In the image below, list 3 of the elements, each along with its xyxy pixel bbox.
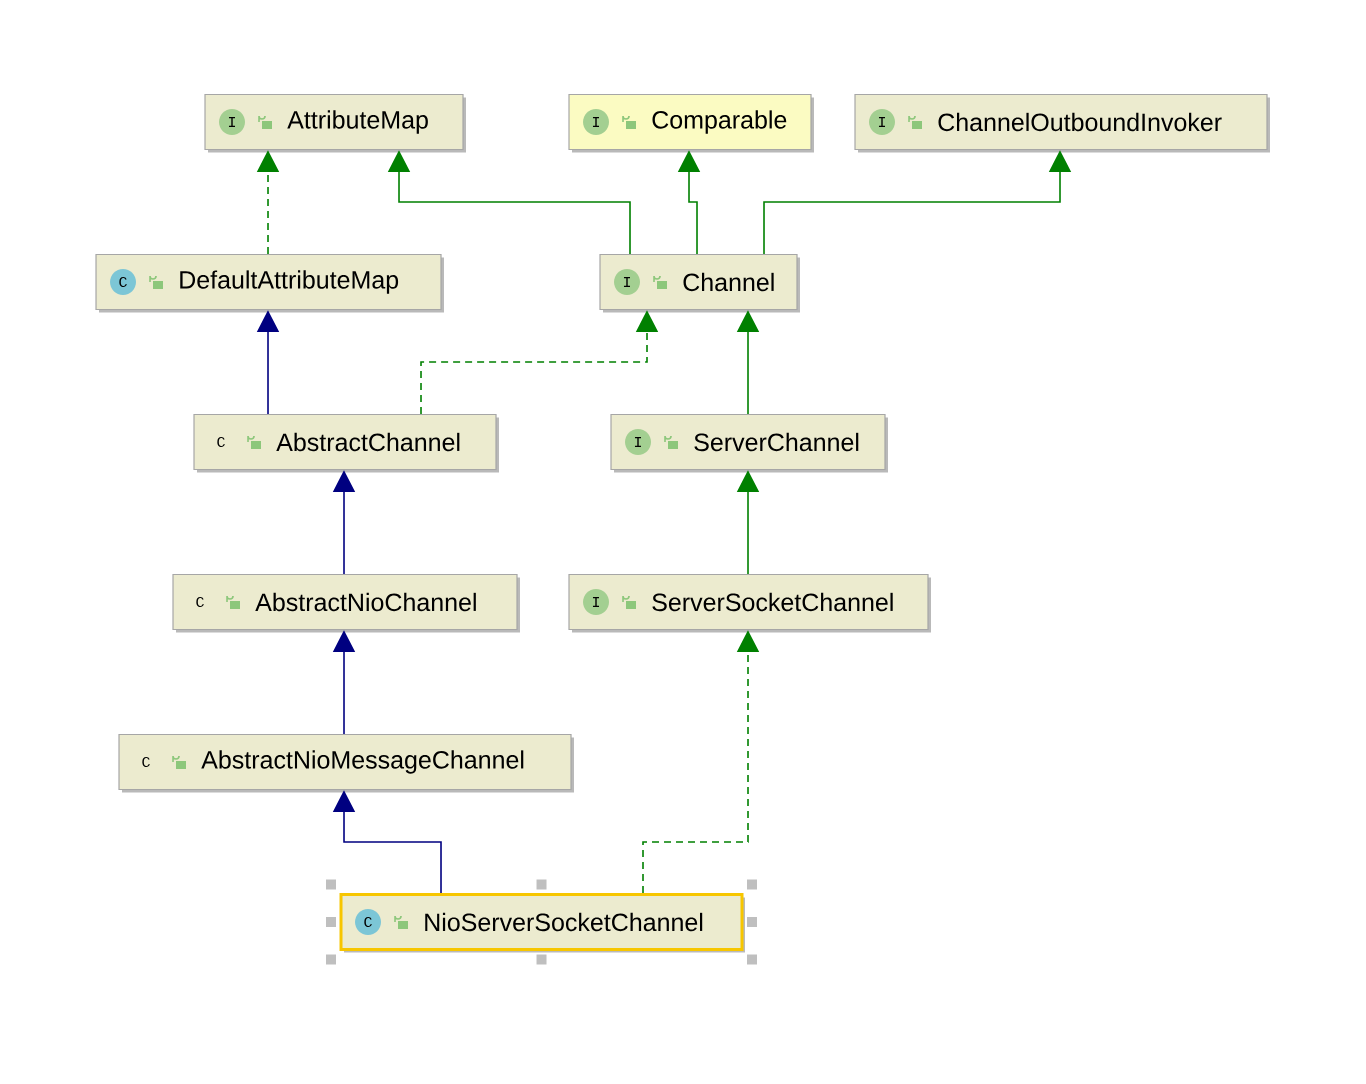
class-icon: C xyxy=(196,596,204,608)
class-icon: C xyxy=(142,756,150,768)
class-icon: C xyxy=(217,436,225,448)
